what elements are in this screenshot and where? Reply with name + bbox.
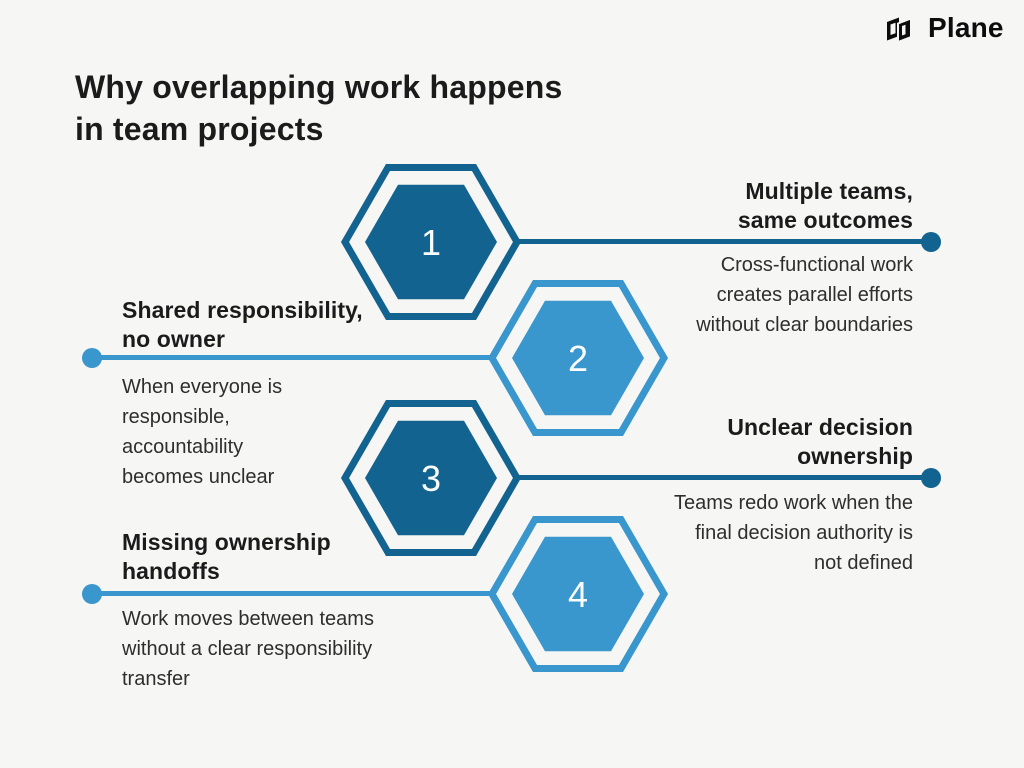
step-number-4: 4: [568, 574, 588, 615]
step-2-heading: Shared responsibility, no owner: [122, 297, 363, 352]
step-1-heading: Multiple teams, same outcomes: [737, 178, 913, 233]
step-2-description: When everyone is responsible, accountabi…: [122, 376, 283, 488]
step-4-heading: Missing ownership handoffs: [122, 529, 331, 584]
step-number-2: 2: [568, 338, 588, 379]
connector-line-3: [514, 475, 926, 480]
connector-line-1: [514, 239, 926, 244]
connector-dot-1: [921, 232, 941, 252]
plane-logo: Plane: [884, 12, 1004, 44]
page-title: Why overlapping work happens in team pro…: [75, 69, 563, 147]
connector-dot-3: [921, 468, 941, 488]
connector-dot-2: [82, 348, 102, 368]
plane-logo-icon: [887, 17, 912, 42]
hexagon-step-3: 3: [340, 400, 522, 556]
hexagon-step-4: 4: [487, 516, 669, 672]
plane-logo-text: Plane: [928, 12, 1004, 43]
step-4-description: Work moves between teams without a clear…: [122, 608, 374, 690]
connector-line-4: [92, 591, 492, 596]
connector-line-2: [92, 355, 492, 360]
hexagon-step-1: 1: [340, 164, 522, 320]
step-number-3: 3: [421, 458, 441, 499]
step-1-description: Cross-functional work creates parallel e…: [696, 254, 913, 336]
step-3-description: Teams redo work when the final decision …: [673, 492, 913, 574]
hexagon-step-2: 2: [487, 280, 669, 436]
step-number-1: 1: [421, 222, 441, 263]
connector-dot-4: [82, 584, 102, 604]
step-3-heading: Unclear decision ownership: [727, 414, 913, 469]
